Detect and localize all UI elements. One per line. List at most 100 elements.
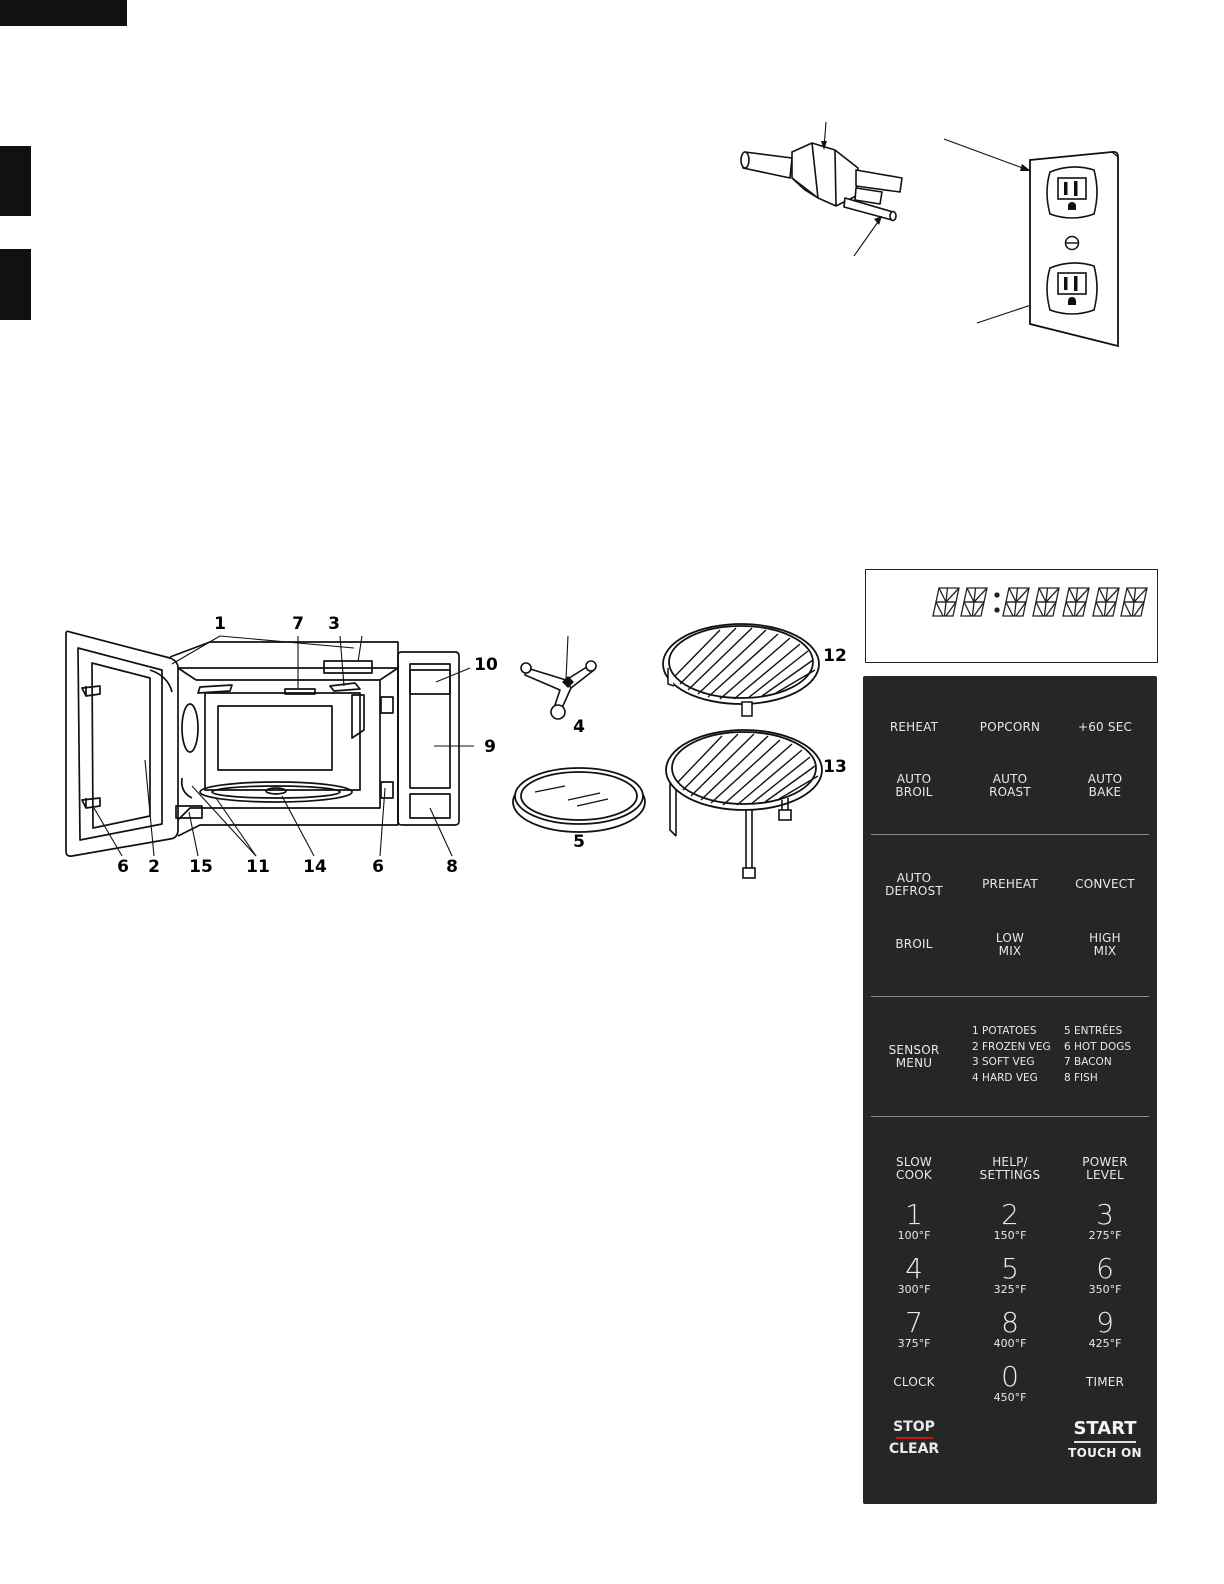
display-dot xyxy=(994,607,1000,613)
side-tab-1 xyxy=(0,146,31,216)
control-panel: REHEAT POPCORN +60 SEC AUTO BROIL AUTO R… xyxy=(863,676,1157,1504)
stop-clear-key[interactable]: STOP CLEAR xyxy=(864,1419,964,1457)
callout-11: 11 xyxy=(246,857,270,877)
display-segment xyxy=(1035,601,1044,617)
callout-15: 15 xyxy=(189,857,213,877)
display-segment xyxy=(1092,601,1117,617)
panel-divider-2 xyxy=(871,996,1149,997)
reheat-key[interactable]: REHEAT xyxy=(889,720,939,734)
auto-broil-key[interactable]: AUTO BROIL xyxy=(895,772,933,799)
low-rack-illustration xyxy=(665,729,823,879)
help-settings-key[interactable]: HELP/ SETTINGS xyxy=(979,1155,1041,1182)
display-segment xyxy=(1002,601,1027,617)
display-segment xyxy=(1068,587,1077,603)
display-segment xyxy=(973,601,985,617)
display-segment xyxy=(1105,587,1120,603)
callout-7: 7 xyxy=(292,614,304,634)
display-segment xyxy=(1123,601,1132,617)
display-segment xyxy=(1103,587,1109,617)
turntable-tray-illustration xyxy=(512,767,646,833)
display-segment xyxy=(1095,601,1104,617)
callout-14: 14 xyxy=(303,857,327,877)
callout-1: 1 xyxy=(214,614,226,634)
display-segment xyxy=(1105,601,1117,617)
low-mix-key[interactable]: LOW MIX xyxy=(995,931,1025,958)
popcorn-key[interactable]: POPCORN xyxy=(979,720,1041,734)
clock-key[interactable]: CLOCK xyxy=(893,1375,935,1389)
auto-bake-key[interactable]: AUTO BAKE xyxy=(1087,772,1123,799)
callout-10: 10 xyxy=(474,655,498,675)
display-segment xyxy=(1038,587,1047,603)
display-segment xyxy=(1073,587,1079,617)
display-segment xyxy=(963,601,972,617)
display-segment xyxy=(1133,601,1145,617)
callout-3: 3 xyxy=(328,614,340,634)
side-tab-2 xyxy=(0,249,31,320)
auto-defrost-key[interactable]: AUTO DEFROST xyxy=(885,871,943,898)
plus-60-sec-key[interactable]: +60 SEC xyxy=(1077,720,1133,734)
display-segment xyxy=(1062,601,1087,617)
grounded-plug-illustration xyxy=(740,121,903,257)
panel-divider-3 xyxy=(871,1116,1149,1117)
touch-on-label: TOUCH ON xyxy=(1068,1445,1142,1460)
grounded-outlet-illustration xyxy=(943,138,1119,348)
display-segment xyxy=(1032,601,1057,617)
segment-display-icon xyxy=(932,587,1148,617)
display-segment xyxy=(1098,587,1107,603)
callout-9: 9 xyxy=(484,737,496,757)
display-segment xyxy=(971,587,977,617)
display-segment xyxy=(1075,587,1090,603)
convect-key[interactable]: CONVECT xyxy=(1075,877,1135,891)
display-segment xyxy=(938,587,947,603)
display-segment xyxy=(1075,601,1087,617)
stop-red-underline xyxy=(895,1437,933,1439)
display-segment xyxy=(1045,601,1057,617)
broil-key[interactable]: BROIL xyxy=(895,937,933,951)
callout-8: 8 xyxy=(446,857,458,877)
callout-6-left: 6 xyxy=(117,857,129,877)
display-segment xyxy=(943,587,949,617)
start-touch-on-key[interactable]: START TOUCH ON xyxy=(1050,1419,1160,1460)
display-segment xyxy=(1126,587,1135,603)
high-mix-key[interactable]: HIGH MIX xyxy=(1089,931,1121,958)
oven-parts-illustration xyxy=(65,630,474,857)
display-segment xyxy=(1133,587,1148,603)
sensor-menu-list-left: 1 POTATOES 2 FROZEN VEG 3 SOFT VEG 4 HAR… xyxy=(972,1025,1051,1084)
callout-12: 12 xyxy=(823,646,847,666)
display-segment xyxy=(1043,587,1049,617)
display-segment xyxy=(973,587,988,603)
display-segment xyxy=(932,601,957,617)
display-segment xyxy=(1015,601,1027,617)
timer-key[interactable]: TIMER xyxy=(1085,1375,1125,1389)
slow-cook-key[interactable]: SLOW COOK xyxy=(896,1155,932,1182)
display-segment xyxy=(1131,587,1137,617)
display-segment xyxy=(1065,601,1074,617)
callout-13: 13 xyxy=(823,757,847,777)
start-label: START xyxy=(1073,1418,1137,1439)
display-segment xyxy=(1008,587,1017,603)
auto-roast-key[interactable]: AUTO ROAST xyxy=(989,772,1031,799)
sensor-menu-key[interactable]: SENSOR MENU xyxy=(888,1043,940,1070)
display-segment xyxy=(960,601,985,617)
callout-6-right: 6 xyxy=(372,857,384,877)
power-level-key[interactable]: POWER LEVEL xyxy=(1082,1155,1128,1182)
display-segment xyxy=(945,587,960,603)
high-rack-illustration xyxy=(662,623,820,717)
preheat-key[interactable]: PREHEAT xyxy=(982,877,1038,891)
display-window xyxy=(865,569,1158,663)
display-segment xyxy=(1045,587,1060,603)
display-segment xyxy=(1120,601,1145,617)
turntable-support-illustration xyxy=(520,635,597,720)
display-segment xyxy=(1015,587,1030,603)
callout-5: 5 xyxy=(573,832,585,852)
